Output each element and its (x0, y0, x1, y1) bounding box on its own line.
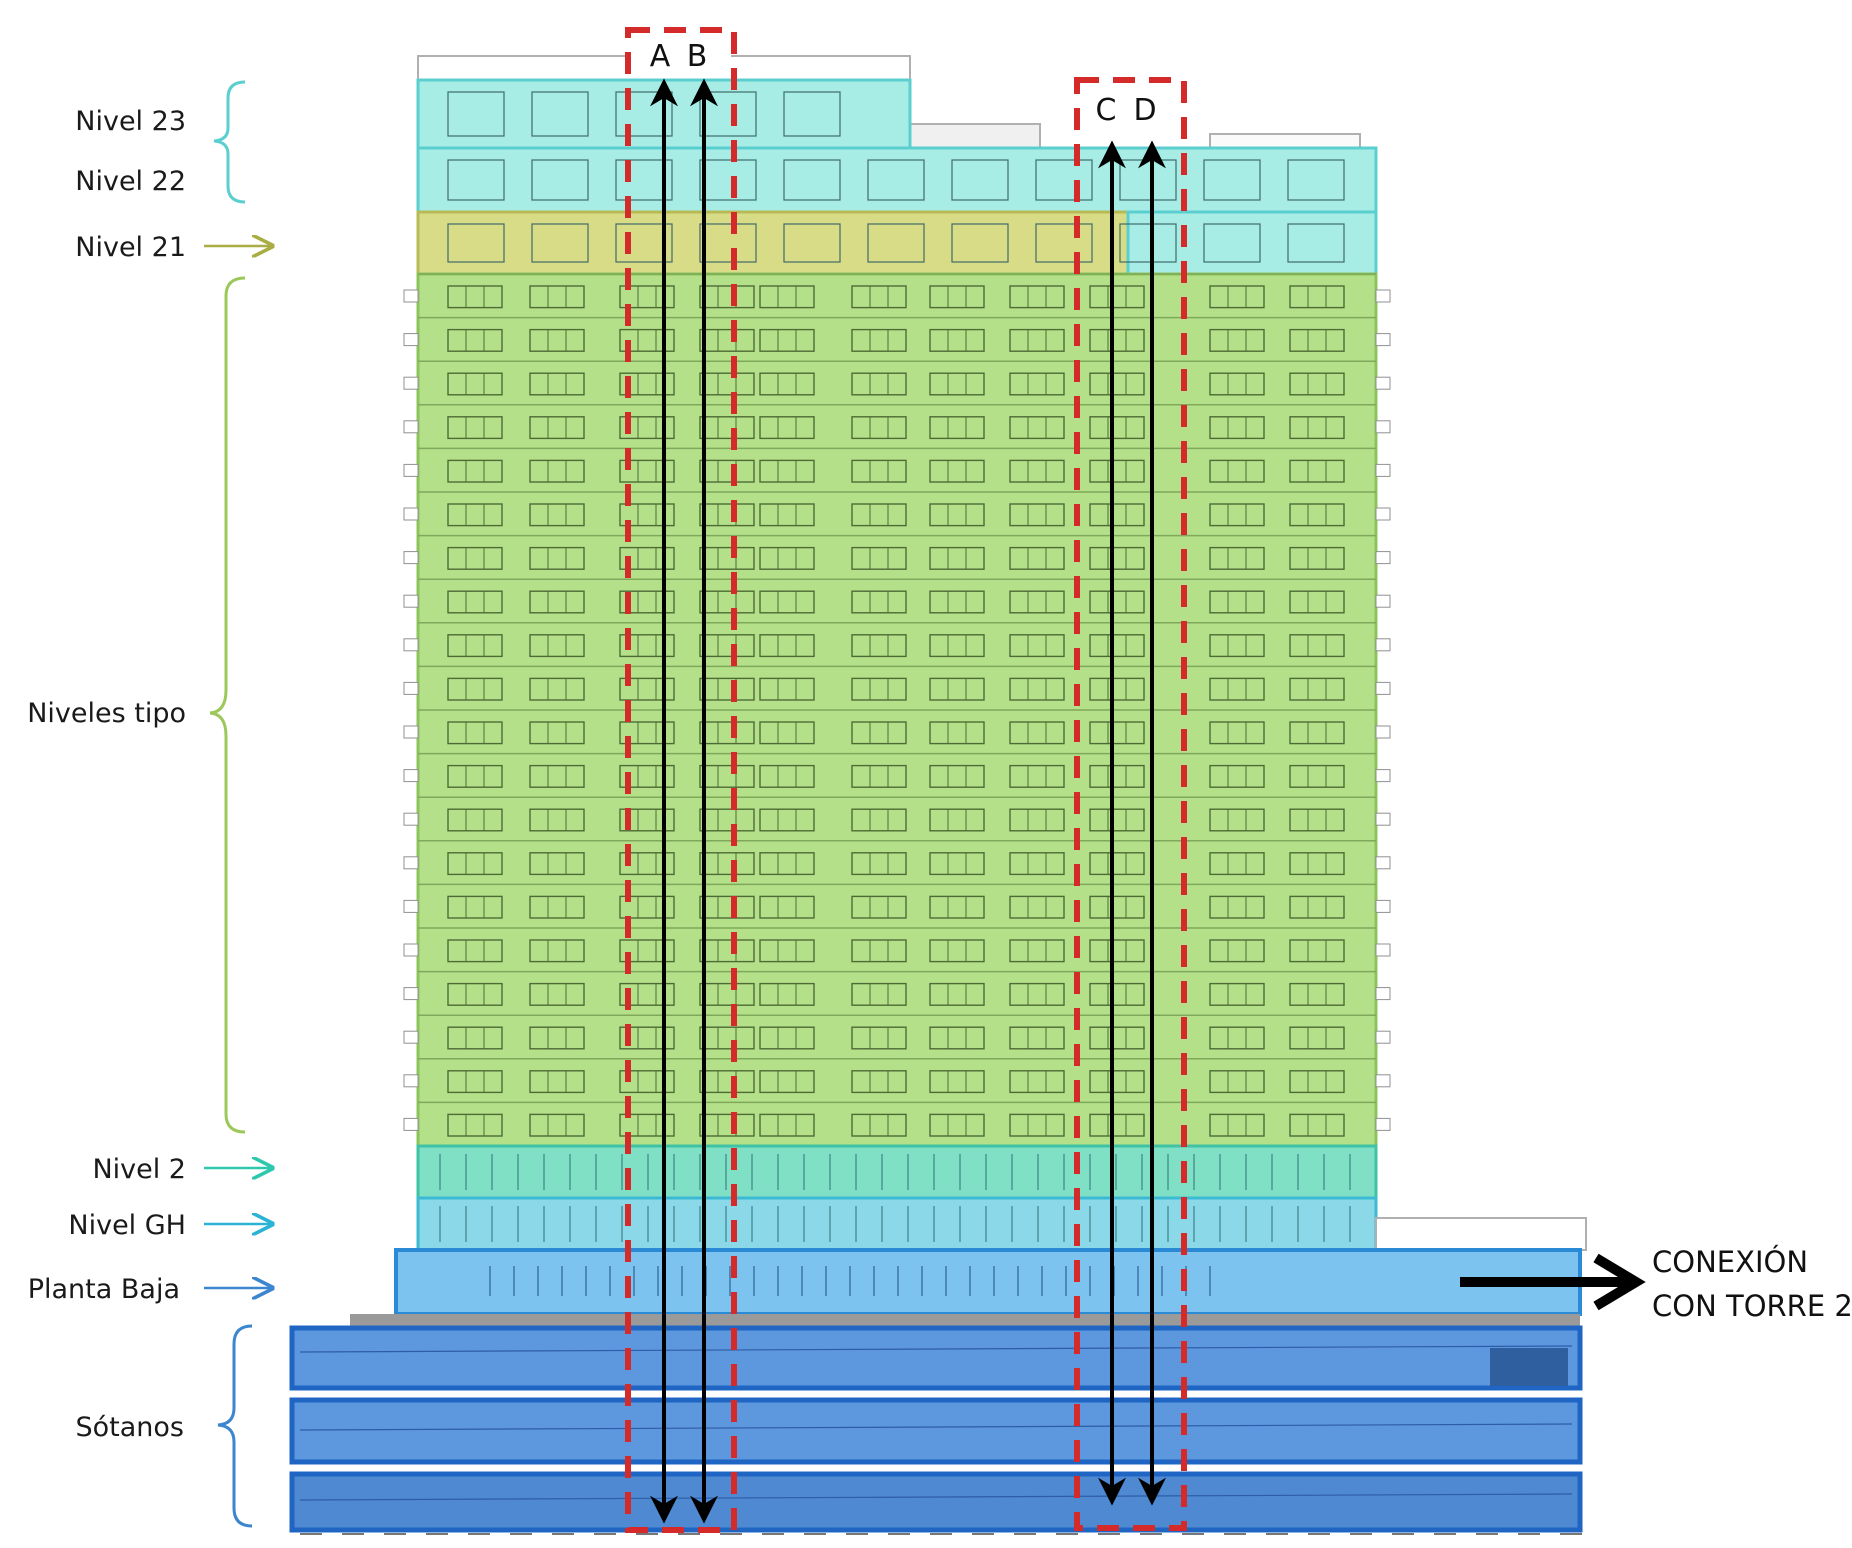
label-nivel-22: Nivel 22 (75, 166, 186, 197)
band-sotano-3 (289, 1471, 1583, 1533)
connection-torre-2: CONEXIÓN CON TORRE 2 (1460, 1245, 1852, 1323)
band-nivel-2 (416, 1144, 1378, 1200)
bracket-icon (213, 80, 246, 204)
bracket-icon (217, 1324, 253, 1528)
bracket-icon (209, 276, 246, 1134)
band-nivel-21-right (1126, 210, 1378, 276)
label-nivel-21: Nivel 21 (75, 232, 186, 263)
band-planta-baja (394, 1248, 1582, 1316)
connection-line-1: CONEXIÓN (1652, 1245, 1808, 1279)
band-nivel-gh (416, 1196, 1378, 1252)
band-sotano-2 (289, 1397, 1583, 1465)
gh-annex (1375, 1217, 1587, 1251)
band-nivel-21 (416, 210, 1130, 276)
basement-dark-block (1490, 1348, 1568, 1386)
balcony-ticks (403, 289, 1391, 1131)
label-sotanos: Sótanos (76, 1412, 185, 1443)
shaft-label-b: B (687, 39, 708, 74)
label-nivel-2: Nivel 2 (92, 1154, 186, 1185)
shaft-label-d: D (1133, 93, 1156, 128)
level-labels: Nivel 23 Nivel 22 Nivel 21 Niveles tipo … (27, 80, 272, 1528)
connection-line-2: CON TORRE 2 (1652, 1289, 1852, 1323)
shaft-box-ab (625, 27, 737, 1533)
label-nivel-23: Nivel 23 (75, 106, 186, 137)
band-sotano-1 (289, 1325, 1583, 1391)
floor-lines (418, 273, 1376, 1104)
roof-mech-box (909, 123, 1041, 149)
shaft-box-cd (1074, 77, 1187, 1531)
label-niveles-tipo: Niveles tipo (27, 698, 186, 729)
label-nivel-gh: Nivel GH (68, 1210, 186, 1241)
label-planta-baja: Planta Baja (28, 1274, 180, 1305)
shaft-label-a: A (650, 39, 671, 74)
band-nivel-22 (416, 146, 1378, 214)
shaft-label-c: C (1096, 93, 1117, 128)
building-elevation (289, 55, 1587, 1535)
shafts: A B C D (625, 27, 1187, 1533)
